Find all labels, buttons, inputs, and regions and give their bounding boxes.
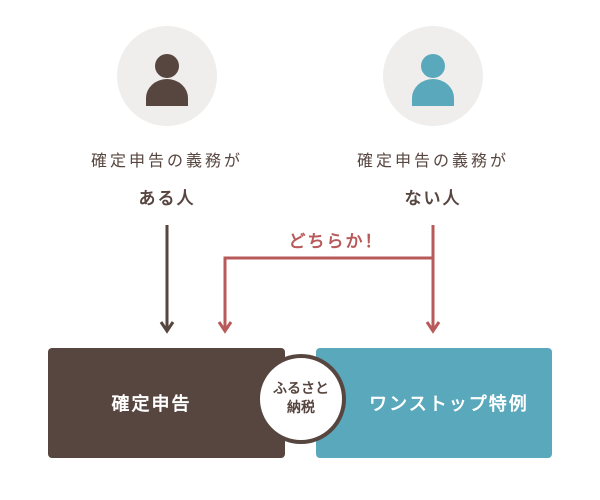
- kakutei-shinkoku-box: 確定申告: [48, 348, 285, 458]
- left-person-line2: ある人: [138, 189, 196, 209]
- left-arrow: [159, 225, 175, 334]
- left-person-line1: 確定申告の義務が: [90, 151, 244, 170]
- right-person-line1: 確定申告の義務が: [356, 151, 510, 170]
- kakutei-shinkoku-label: 確定申告: [111, 394, 192, 415]
- left-person-icon: [117, 26, 217, 126]
- one-stop-box: ワンストップ特例: [316, 348, 552, 458]
- center-line1: ふるさと: [273, 381, 329, 397]
- center-line2: 納税: [287, 400, 315, 416]
- furusato-nozei-circle: ふるさと 納税: [256, 354, 346, 444]
- choice-label: どちらか！: [288, 232, 384, 252]
- choice-arrows: [217, 225, 441, 334]
- right-person-icon: [383, 26, 483, 126]
- one-stop-label: ワンストップ特例: [369, 394, 529, 415]
- right-person-line2: ない人: [404, 189, 462, 209]
